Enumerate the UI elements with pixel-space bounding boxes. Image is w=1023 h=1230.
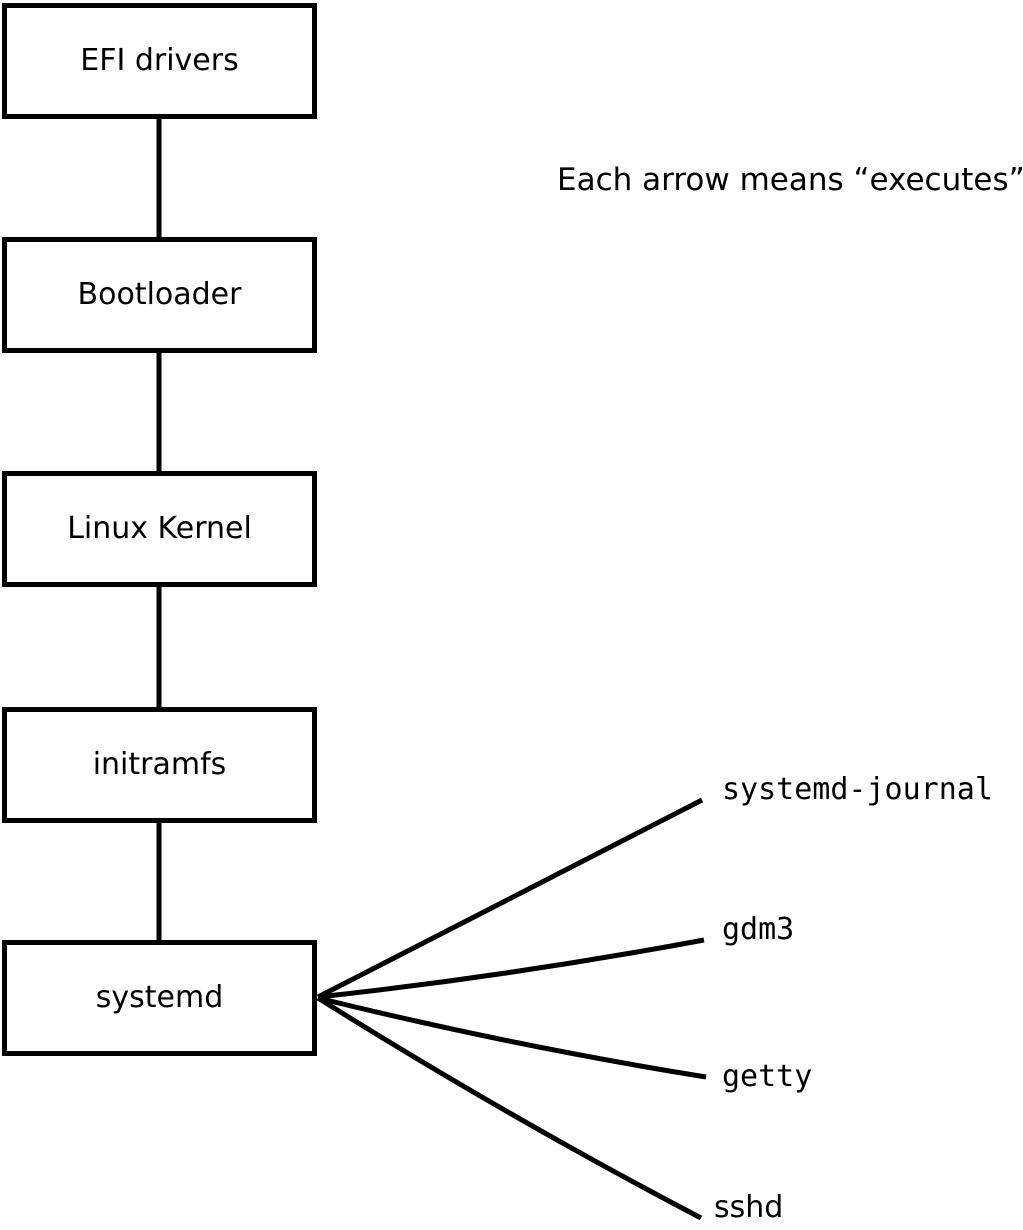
node-systemd: systemd (2, 940, 317, 1056)
label-sshd: sshd (714, 1190, 784, 1225)
label-systemd-journal: systemd-journal (722, 772, 993, 807)
arrow-systemd-to-getty (317, 995, 707, 1080)
node-bootloader: Bootloader (2, 237, 317, 353)
node-efi-drivers: EFI drivers (2, 3, 317, 119)
node-initramfs: initramfs (2, 707, 317, 823)
label-getty: getty (722, 1059, 813, 1094)
label-gdm3: gdm3 (722, 912, 795, 947)
node-linux-kernel-label: Linux Kernel (67, 511, 252, 546)
node-initramfs-label: initramfs (92, 747, 227, 782)
arrow-meaning-note: Each arrow means “executes”. (557, 162, 1023, 198)
arrow-systemd-to-sshd (316, 995, 703, 1221)
arrow-systemd-to-systemd-journal (316, 797, 704, 1000)
arrow-systemd-to-gdm3 (317, 937, 705, 1000)
node-linux-kernel: Linux Kernel (2, 471, 317, 587)
node-systemd-label: systemd (95, 980, 224, 1015)
node-efi-drivers-label: EFI drivers (80, 43, 239, 78)
node-bootloader-label: Bootloader (77, 277, 242, 312)
